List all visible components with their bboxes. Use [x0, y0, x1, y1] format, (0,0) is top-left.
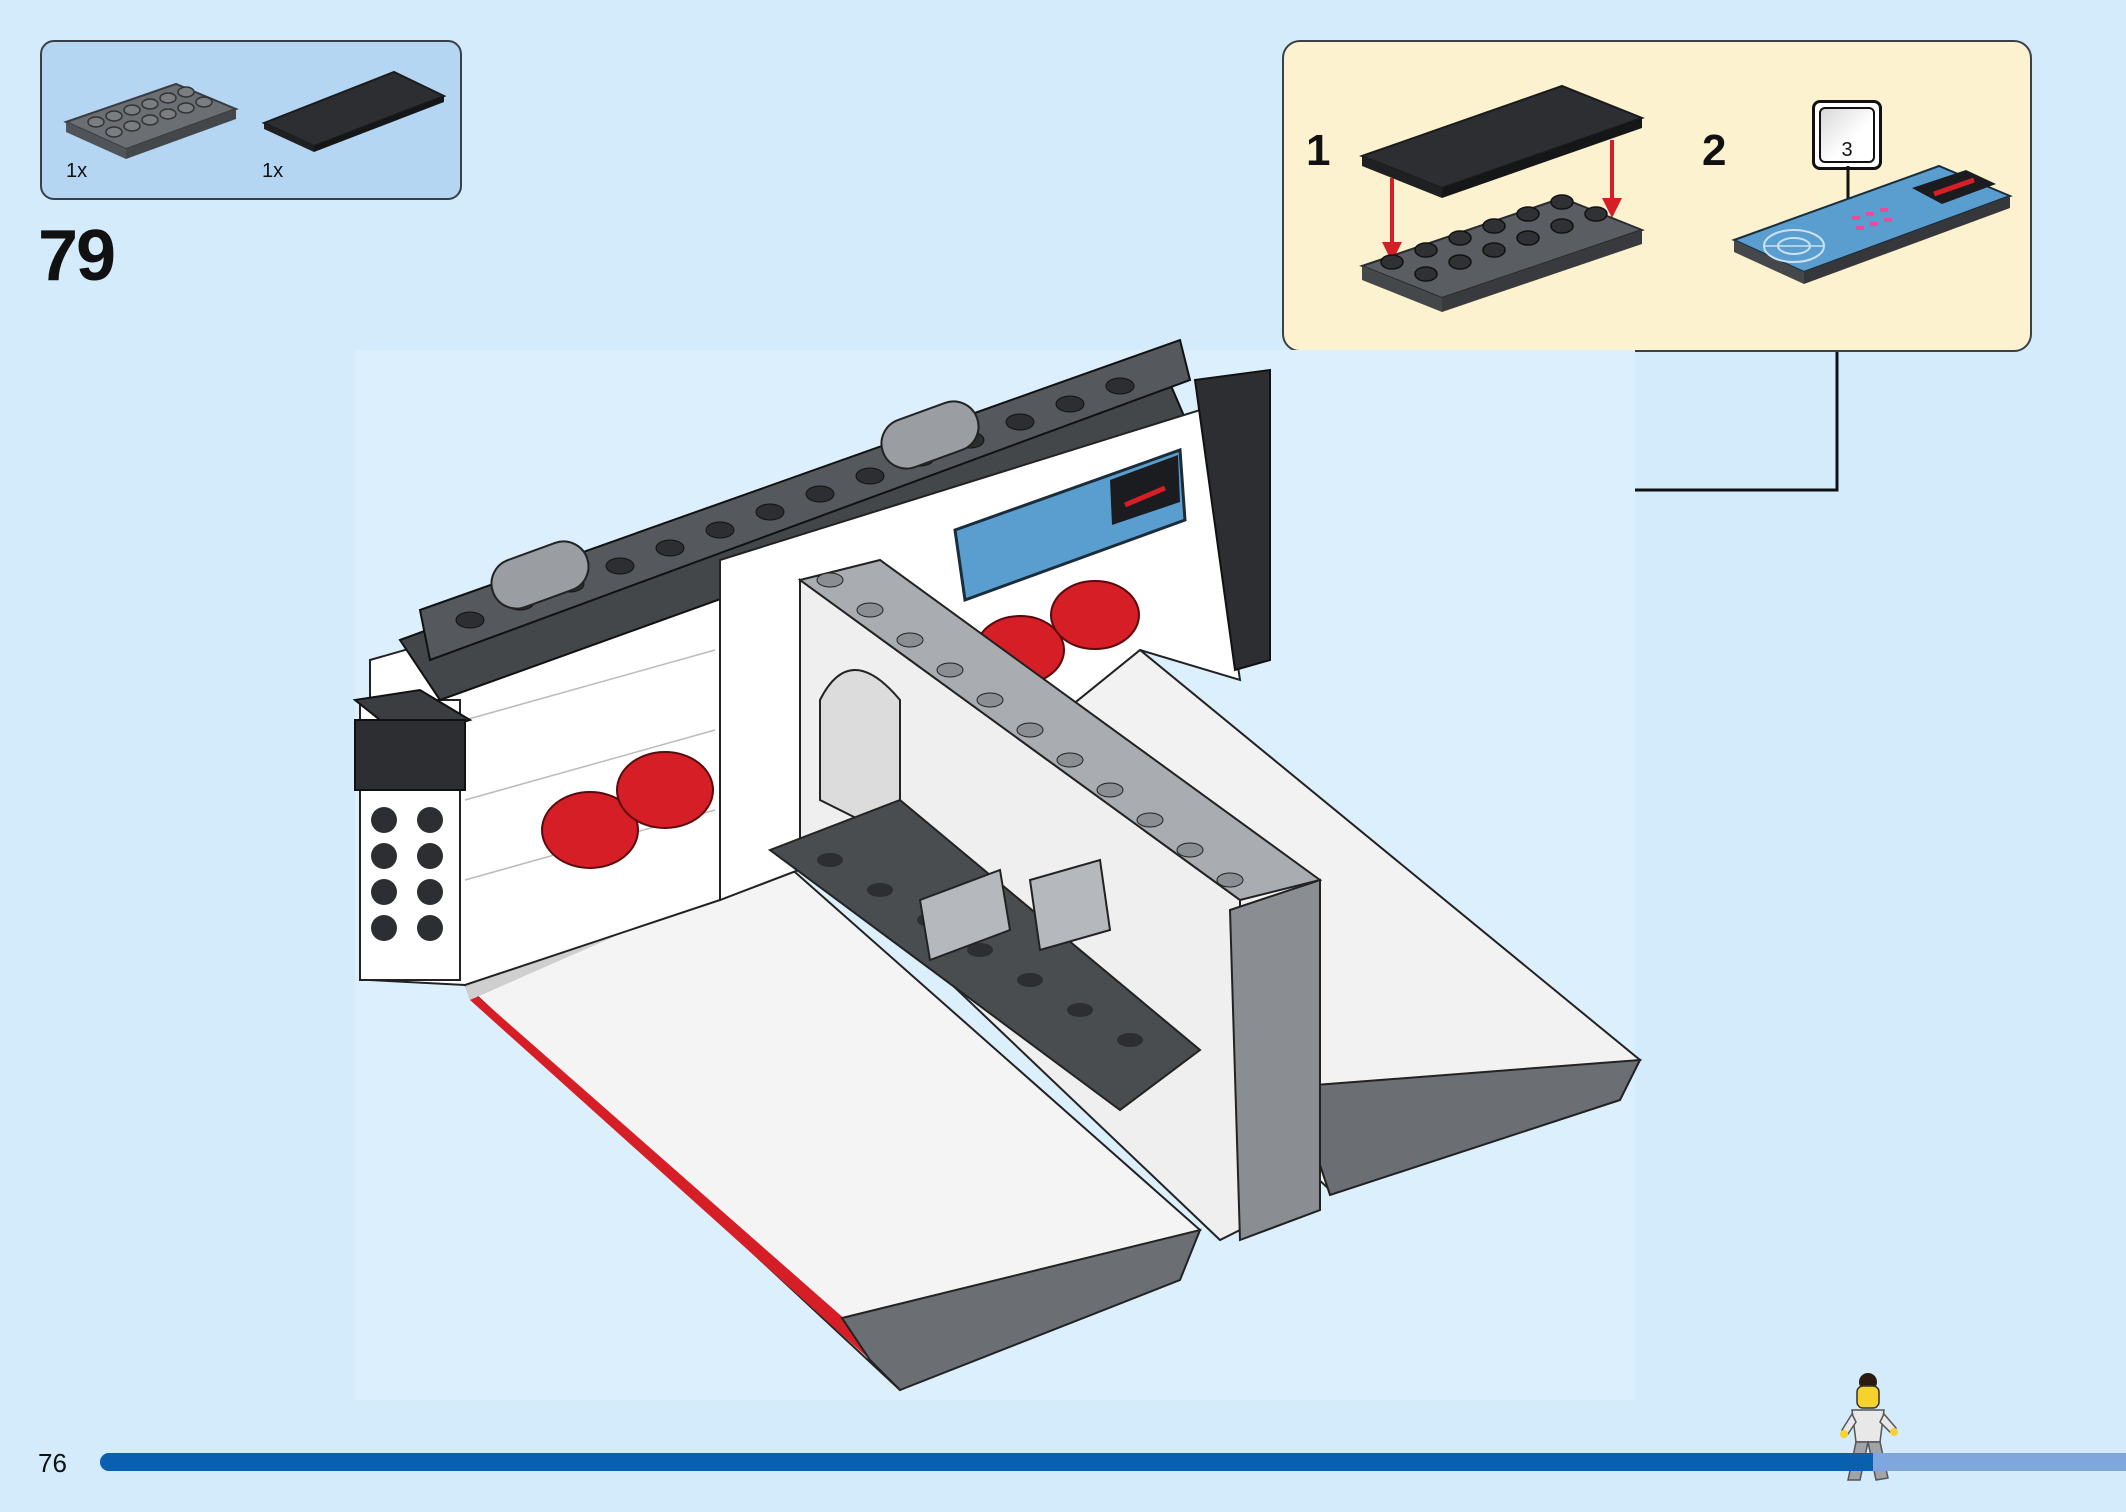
tile-on-plate-illustration: [1359, 84, 1645, 312]
step-number: 79: [38, 216, 116, 296]
plate-2x6-part-icon: [63, 82, 239, 159]
parts-list-box: 1x 1x: [40, 40, 462, 200]
sticker-callout: 3: [1812, 100, 1882, 170]
page-number: 76: [38, 1448, 67, 1478]
part-quantity: 1x: [66, 160, 88, 182]
progress-bar-fill: [100, 1453, 1873, 1471]
progress-bar-track: [100, 1453, 2126, 1471]
tile-2x6-part-icon: [261, 70, 447, 152]
sticker-number: 3: [1841, 139, 1853, 161]
part-quantity: 1x: [262, 160, 284, 182]
sub-step-number: 1: [1306, 126, 1331, 175]
stickered-tile-illustration: [1731, 164, 2013, 284]
sub-step-number: 2: [1702, 126, 1727, 175]
sub-assembly-callout: 1 2 3: [1282, 40, 2032, 352]
